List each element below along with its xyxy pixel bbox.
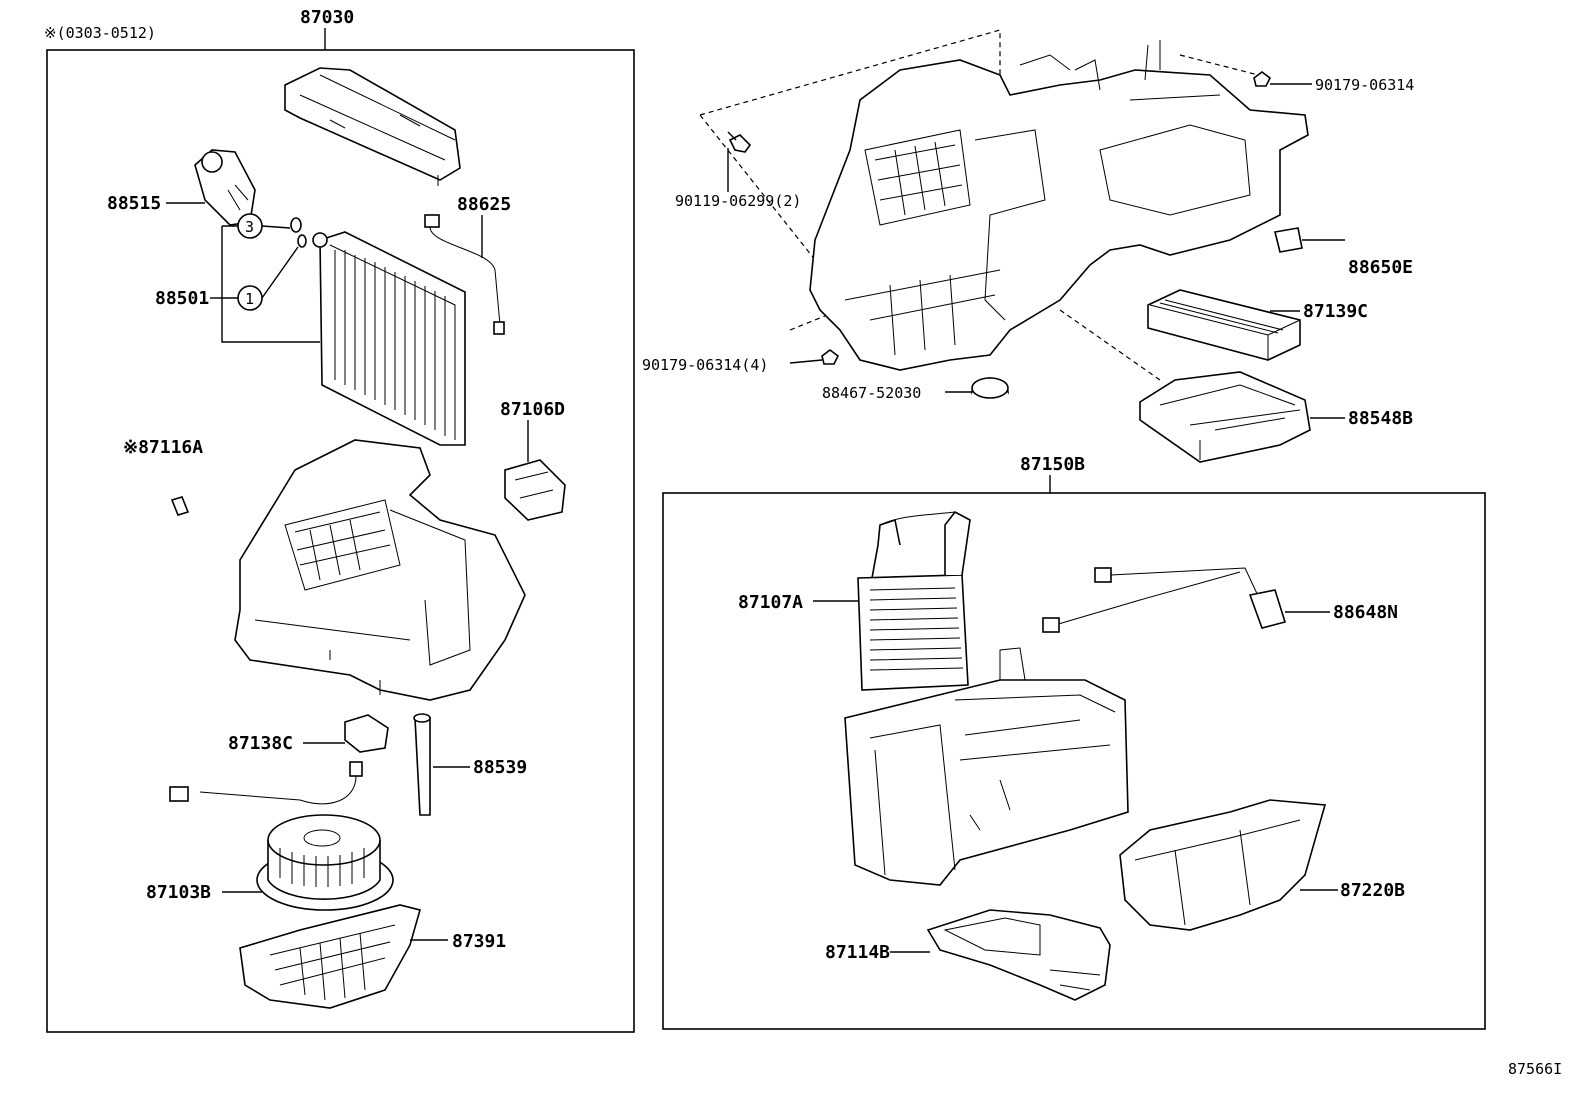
label-87106D: 87106D: [500, 399, 565, 420]
part-88539-hose: [413, 713, 431, 816]
part-87107A-heater-core: [857, 510, 971, 691]
label-87107A: 87107A: [738, 592, 803, 613]
part-88467-52030-grommet-top: [971, 377, 1009, 399]
right-group-frame: [662, 492, 1486, 1030]
note-range: ※(0303-0512): [44, 24, 156, 42]
callout-1: 1: [245, 290, 254, 308]
label-87391: 87391: [452, 931, 506, 952]
label-90179-06314-4: 90179-06314(4): [642, 356, 768, 374]
part-87106D-actuator: [504, 459, 566, 521]
o-ring-leaders: [261, 225, 299, 299]
label-88501: 88501: [155, 288, 209, 309]
label-87139C: 87139C: [1303, 301, 1368, 322]
part-90179-06314-4-nut: [821, 349, 840, 365]
label-90179-06314: 90179-06314: [1315, 76, 1414, 94]
leader-90179-06314-4: [789, 359, 823, 364]
label-87116A: ※87116A: [123, 437, 203, 458]
label-90119-06299: 90119-06299(2): [675, 192, 801, 210]
label-87103B: 87103B: [146, 882, 211, 903]
part-88501-evaporator: [312, 231, 466, 446]
label-88650E: 88650E: [1348, 257, 1413, 278]
part-87139C-filter: [1147, 289, 1301, 361]
group-label-87150B: 87150B: [1020, 454, 1085, 475]
part-heater-case: [844, 647, 1129, 886]
part-88515-sensor: [194, 149, 256, 226]
part-87030-duct: [284, 67, 461, 186]
callout-3: 3: [245, 218, 254, 236]
label-87138C: 87138C: [228, 733, 293, 754]
part-87220B-duct: [1119, 799, 1327, 931]
label-87114B: 87114B: [825, 942, 890, 963]
part-87116A-clip: [170, 496, 190, 516]
label-88467-52030: 88467-52030: [822, 384, 921, 402]
part-87391-case: [239, 904, 421, 1009]
part-88625-thermistor: [424, 214, 505, 335]
label-88648N: 88648N: [1333, 602, 1398, 623]
part-90179-06314-nut: [1253, 71, 1272, 87]
part-87103B-blower: [256, 814, 394, 911]
part-88548B-case: [1139, 371, 1311, 463]
part-87138C-resistor: [169, 714, 389, 805]
part-assembly-main: [809, 40, 1309, 371]
assembly-dash-lines: [699, 29, 1271, 381]
part-88650E: [1274, 227, 1303, 253]
leader-88501-bracket: [221, 225, 320, 343]
label-88515: 88515: [107, 193, 161, 214]
o-ring-3: [290, 217, 302, 233]
label-88539: 88539: [473, 757, 527, 778]
group-label-87030: 87030: [300, 7, 354, 28]
part-88648N-harness: [1042, 567, 1287, 633]
figure-id: 87566I: [1508, 1060, 1562, 1078]
part-90119-06299-screw: [727, 131, 752, 153]
part-87114B-duct: [926, 909, 1111, 1001]
part-unit-housing-left: [234, 439, 526, 701]
left-group-frame: [46, 49, 635, 1033]
label-88625: 88625: [457, 194, 511, 215]
label-87220B: 87220B: [1340, 880, 1405, 901]
o-ring-1: [297, 234, 307, 248]
label-88548B: 88548B: [1348, 408, 1413, 429]
